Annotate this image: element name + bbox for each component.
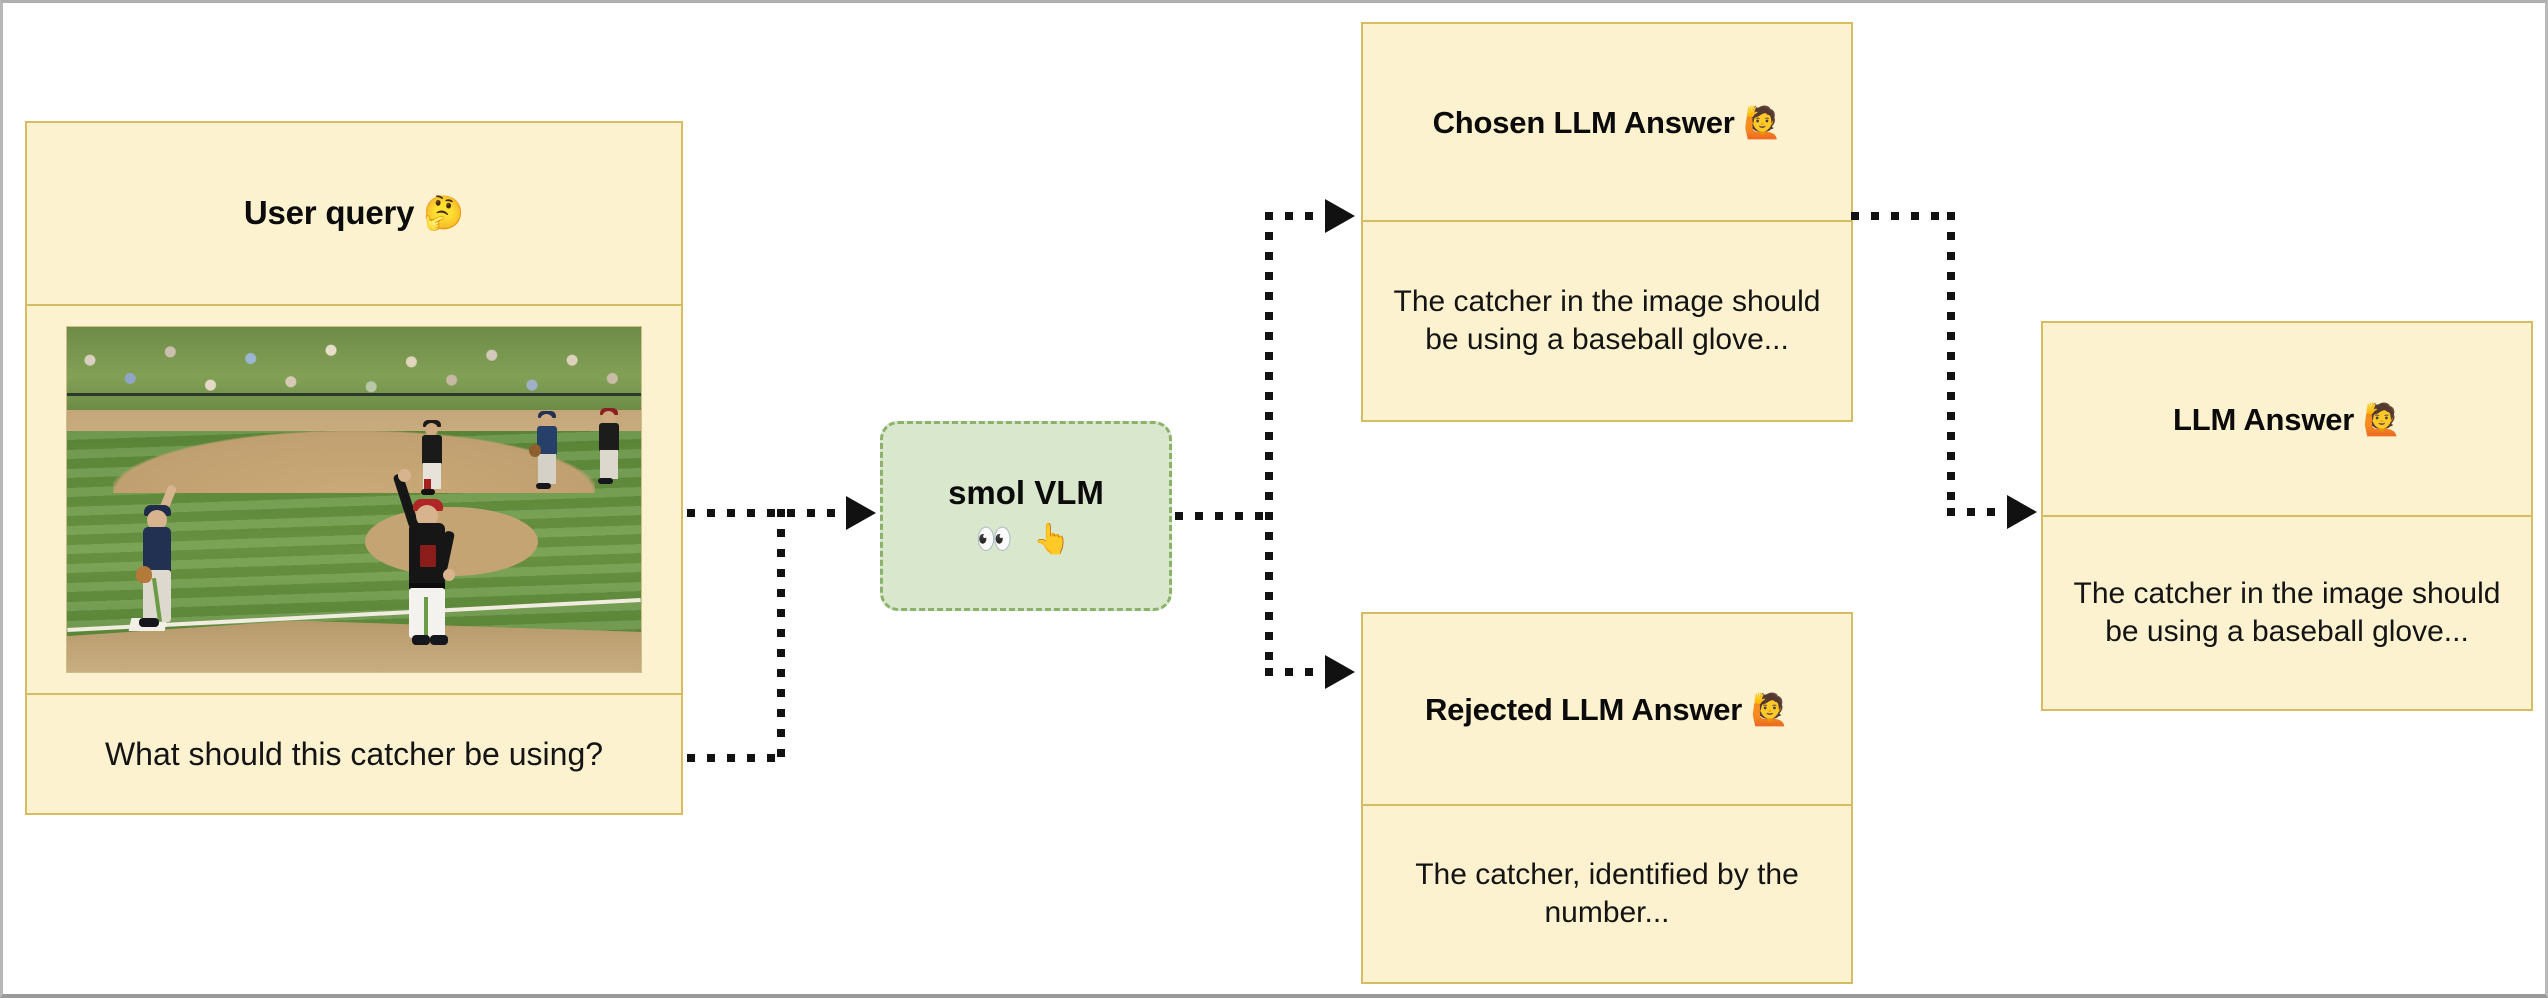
- arrow-into-chosen: [1325, 199, 1355, 233]
- edge-chosen-out-horizontal: [1851, 212, 1955, 220]
- user-query-node[interactable]: User query 🤔: [25, 121, 683, 815]
- chosen-answer-node[interactable]: Chosen LLM Answer 🙋 The catcher in the i…: [1361, 22, 1853, 422]
- user-query-divider: [27, 304, 681, 307]
- photo-player-far: [595, 407, 623, 485]
- edge-vlm-to-rejected-horizontal: [1265, 668, 1331, 676]
- smol-vlm-node[interactable]: smol VLM 👀 👆: [880, 421, 1172, 611]
- user-query-question: What should this catcher be using?: [104, 735, 604, 772]
- edge-question-to-vlm-horizontal: [687, 754, 785, 762]
- rejected-answer-header: Rejected LLM Answer 🙋: [1425, 691, 1789, 727]
- photo-crowd: [67, 327, 641, 411]
- smol-vlm-title: smol VLM: [948, 474, 1104, 512]
- arrow-into-vlm: [846, 496, 876, 530]
- user-query-header: User query 🤔: [243, 194, 465, 232]
- llm-answer-divider: [2043, 515, 2531, 517]
- photo-player-fielder: [135, 482, 184, 628]
- chosen-answer-body: The catcher in the image should be using…: [1393, 284, 1821, 356]
- rejected-answer-node[interactable]: Rejected LLM Answer 🙋 The catcher, ident…: [1361, 612, 1853, 984]
- edge-vlm-split-vertical: [1265, 212, 1273, 676]
- llm-answer-header: LLM Answer 🙋: [2173, 401, 2401, 437]
- rejected-answer-divider: [1363, 804, 1851, 806]
- chosen-answer-header: Chosen LLM Answer 🙋: [1432, 104, 1782, 140]
- arrow-into-rejected: [1325, 655, 1355, 689]
- edge-chosen-to-answer-horizontal: [1947, 508, 2013, 516]
- photo-player-runner: [417, 417, 447, 496]
- llm-answer-body: The catcher in the image should be using…: [2073, 576, 2501, 648]
- chosen-answer-divider: [1363, 220, 1851, 222]
- photo-player-infielder: [528, 410, 562, 490]
- photo-fence: [67, 392, 641, 396]
- edge-chosen-to-answer-vertical: [1947, 212, 1955, 512]
- baseball-photo: [66, 326, 642, 674]
- rejected-answer-body: The catcher, identified by the number...: [1415, 857, 1799, 929]
- edge-vlm-to-chosen-horizontal: [1265, 212, 1331, 220]
- smol-vlm-emoji: 👀 👆: [975, 522, 1077, 556]
- photo-player-coach: [392, 469, 456, 648]
- edge-question-to-vlm-vertical: [777, 509, 785, 762]
- llm-answer-node[interactable]: LLM Answer 🙋 The catcher in the image sh…: [2041, 321, 2533, 711]
- edge-vlm-out-horizontal: [1175, 512, 1273, 520]
- user-query-image-cell: [27, 306, 681, 693]
- photo-infield: [112, 430, 596, 493]
- user-query-divider-2: [27, 693, 681, 696]
- arrow-into-llm-answer: [2007, 495, 2037, 529]
